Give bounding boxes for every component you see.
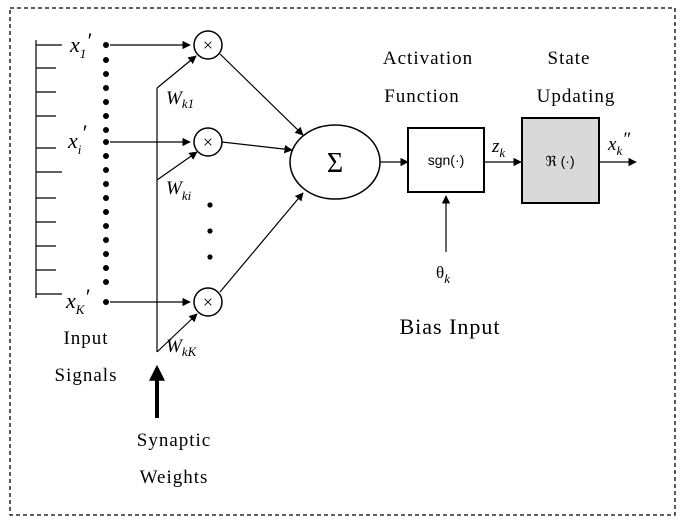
synaptic-weights-caption-line1: Synaptic xyxy=(137,430,212,451)
svg-text:×: × xyxy=(203,292,213,312)
input-dots xyxy=(103,42,109,305)
bias-caption: Bias Input xyxy=(399,314,500,339)
input-label-xK: xK′ xyxy=(65,284,90,317)
multiplier-node-i: × xyxy=(193,127,223,157)
svg-text:sgn(·): sgn(·) xyxy=(428,152,465,168)
state-update-box: ℜ (·) xyxy=(521,117,600,204)
svg-text:ℜ (·): ℜ (·) xyxy=(545,153,574,169)
weight-lines xyxy=(156,55,198,353)
svg-text:×: × xyxy=(203,35,213,55)
synaptic-weights-caption-line2: Weights xyxy=(140,467,209,488)
sum-input-arrows xyxy=(219,53,304,293)
state-output-label: xk″ xyxy=(607,129,631,158)
input-comb xyxy=(35,40,62,298)
state-heading-line2: Updating xyxy=(537,86,616,107)
input-label-x1: x1′ xyxy=(69,28,92,61)
activation-box: sgn(·) xyxy=(407,127,485,193)
input-signals-caption-line2: Signals xyxy=(55,365,118,386)
state-heading-line1: State xyxy=(548,48,591,69)
weight-label-wki: Wki xyxy=(166,178,192,203)
weight-label-wk1: Wk1 xyxy=(166,88,194,111)
input-signals-caption-line1: Input xyxy=(63,328,108,349)
activation-heading-line1: Activation xyxy=(383,48,473,69)
svg-text:Σ: Σ xyxy=(327,148,343,179)
ellipsis-dots xyxy=(207,202,213,260)
svg-text:×: × xyxy=(203,132,213,152)
activation-output-label: zk xyxy=(491,136,505,160)
input-arrows xyxy=(110,40,191,307)
activation-heading-line2: Function xyxy=(384,86,460,107)
bias-symbol: θk xyxy=(436,263,450,286)
dashed-border xyxy=(9,7,676,516)
input-label-xi: xi′ xyxy=(67,120,87,157)
multiplier-node-1: × xyxy=(193,30,223,60)
multiplier-node-K: × xyxy=(193,287,223,317)
weight-label-wkK: WkK xyxy=(166,336,198,359)
summation-node: Σ xyxy=(289,124,381,200)
